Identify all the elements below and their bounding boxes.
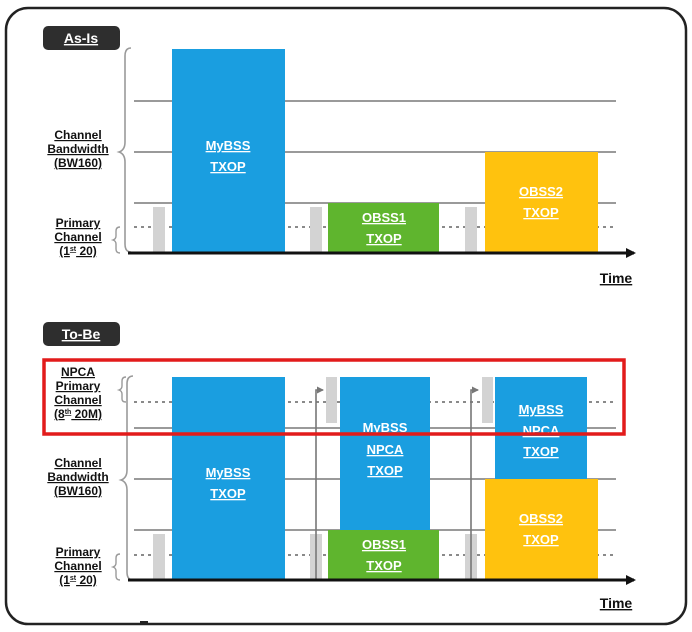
to-be-obss1-label-1: OBSS1 bbox=[362, 537, 406, 552]
to-be-npca-label-3: Channel bbox=[54, 393, 101, 407]
to-be-mybss-npca-txop-2 bbox=[495, 377, 587, 479]
to-be-mybss-txop bbox=[172, 377, 285, 580]
to-be-switch-arrow bbox=[470, 386, 479, 579]
to-be-tag-text: To-Be bbox=[62, 326, 101, 342]
to-be-primary-brace bbox=[110, 553, 121, 581]
as-is-primary-label-1: Primary bbox=[56, 216, 101, 230]
to-be-panel: To-Be MyBSS TXOP MyBSS NPCA TXOP OBSS1 T… bbox=[42, 322, 636, 611]
to-be-mybss-npca-2-label-1: MyBSS bbox=[519, 402, 564, 417]
as-is-mybss-label-2: TXOP bbox=[210, 159, 246, 174]
to-be-bandwidth-brace bbox=[118, 375, 134, 581]
as-is-backoff-bar bbox=[310, 207, 322, 253]
to-be-npca-backoff-bar bbox=[326, 377, 337, 423]
to-be-mybss-npca-1-label-3: TXOP bbox=[367, 463, 403, 478]
to-be-npca-backoff-bar bbox=[482, 377, 493, 423]
bottom-tick-mark bbox=[140, 621, 148, 624]
to-be-obss1-label-2: TXOP bbox=[366, 558, 402, 573]
as-is-obss2-txop bbox=[485, 152, 598, 253]
as-is-obss2-label-1: OBSS2 bbox=[519, 184, 563, 199]
to-be-channel-label-3: (BW160) bbox=[54, 484, 102, 498]
to-be-mybss-npca-1-label-1: MyBSS bbox=[363, 420, 408, 435]
as-is-channel-label-1: Channel bbox=[54, 128, 101, 142]
as-is-obss1-txop bbox=[328, 203, 439, 253]
as-is-obss1-label-2: TXOP bbox=[366, 231, 402, 246]
to-be-primary-label-2: Channel bbox=[54, 559, 101, 573]
as-is-primary-brace bbox=[110, 226, 121, 254]
to-be-npca-brace bbox=[116, 376, 127, 403]
to-be-obss2-label-1: OBSS2 bbox=[519, 511, 563, 526]
to-be-npca-label-4: (8th 20M) bbox=[54, 407, 102, 421]
to-be-mybss-label-2: TXOP bbox=[210, 486, 246, 501]
as-is-backoff-bar bbox=[153, 207, 165, 253]
to-be-npca-label-2: Primary bbox=[56, 379, 101, 393]
as-is-tag-text: As-Is bbox=[64, 30, 98, 46]
as-is-channel-label-3: (BW160) bbox=[54, 156, 102, 170]
to-be-obss2-txop bbox=[485, 479, 598, 580]
to-be-npca-label-1: NPCA bbox=[61, 365, 95, 379]
as-is-primary-label-3: (1st 20) bbox=[59, 244, 97, 258]
to-be-time-label: Time bbox=[600, 595, 633, 611]
npca-highlight-box bbox=[42, 358, 626, 436]
as-is-backoff-bar bbox=[465, 207, 477, 253]
to-be-channel-label-2: Bandwidth bbox=[47, 470, 108, 484]
as-is-panel: As-Is MyBSS TXOP OBSS1 TXOP OBSS2 TXOP T… bbox=[43, 26, 636, 286]
as-is-primary-label-2: Channel bbox=[54, 230, 101, 244]
to-be-obss2-label-2: TXOP bbox=[523, 532, 559, 547]
as-is-mybss-txop bbox=[172, 49, 285, 253]
to-be-mybss-npca-2-label-3: TXOP bbox=[523, 444, 559, 459]
to-be-mybss-label-1: MyBSS bbox=[206, 465, 251, 480]
to-be-mybss-npca-1-label-2: NPCA bbox=[367, 442, 404, 457]
to-be-primary-label-3: (1st 20) bbox=[59, 573, 97, 587]
to-be-primary-label-1: Primary bbox=[56, 545, 101, 559]
as-is-bandwidth-brace bbox=[116, 47, 132, 253]
as-is-time-label: Time bbox=[600, 270, 633, 286]
as-is-mybss-label-1: MyBSS bbox=[206, 138, 251, 153]
to-be-switch-arrow bbox=[315, 386, 324, 579]
to-be-channel-label-1: Channel bbox=[54, 456, 101, 470]
as-is-obss1-label-1: OBSS1 bbox=[362, 210, 406, 225]
to-be-obss1-txop bbox=[328, 530, 439, 580]
to-be-tag bbox=[43, 322, 120, 346]
as-is-tag bbox=[43, 26, 120, 50]
to-be-mybss-npca-txop-1 bbox=[340, 377, 430, 530]
as-is-obss2-label-2: TXOP bbox=[523, 205, 559, 220]
as-is-channel-label-2: Bandwidth bbox=[47, 142, 108, 156]
to-be-backoff-bar bbox=[153, 534, 165, 580]
